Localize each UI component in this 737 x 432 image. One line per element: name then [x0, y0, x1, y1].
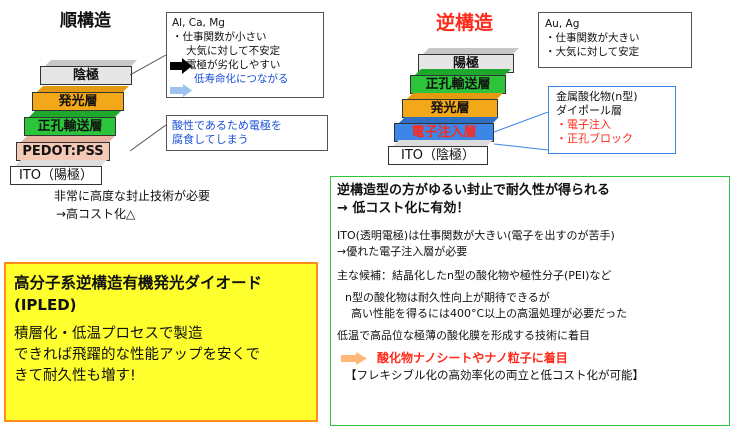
- normal-connector-lines: [130, 55, 167, 152]
- inverted-title: 逆構造: [436, 12, 494, 34]
- normal-cathode-line-2: ・仕事関数が小さい: [172, 31, 267, 43]
- summary-highlight-row: 酸化物ナノシートやナノ粒子に着目: [337, 349, 723, 367]
- normal-pedot-line-1: 酸性であるため電極を: [172, 119, 282, 132]
- inverted-eil-line-1: 金属酸化物(n型): [556, 90, 638, 103]
- normal-layer-cathode: 陰極: [40, 60, 137, 85]
- summary-highlight: 酸化物ナノシートやナノ粒子に着目: [377, 351, 568, 365]
- ipled-body-1: 積層化・低温プロセスで製造: [14, 326, 203, 342]
- summary-p2: 主な候補：結晶化したn型の酸化物や極性分子(PEI)など: [337, 269, 612, 282]
- normal-note-1: 非常に高度な封止技術が必要: [54, 189, 211, 203]
- summary-p3-1: n型の酸化物は耐久性向上が期待できるが: [345, 291, 550, 304]
- summary-box: 逆構造型の方がゆるい封止で耐久性が得られる → 低コスト化に有効！ ITO(透明…: [330, 176, 730, 426]
- summary-p3-2: 高い性能を得るには400°C以上の高温処理が必要だった: [351, 307, 628, 320]
- inverted-layer-ito: ITO（陰極）: [388, 140, 493, 165]
- summary-p4: 低温で高品位な極薄の酸化膜を形成する技術に着目: [337, 329, 590, 342]
- summary-p1-2: →優れた電子注入層が必要: [337, 245, 468, 258]
- summary-headline-1: 逆構造型の方がゆるい封止で耐久性が得られる: [337, 183, 611, 198]
- inverted-layer-anode-label: 陽極: [452, 56, 479, 71]
- inverted-anode-box: Au, Ag ・仕事関数が大きい ・大気に対して安定: [538, 12, 692, 68]
- inverted-anode-line-3: ・大気に対して安定: [545, 46, 640, 58]
- ipled-body-3: きて耐久性も増す!: [14, 368, 136, 384]
- inverted-eil-line-3: ・電子注入: [556, 118, 611, 131]
- ipled-body-2: できれば飛躍的な性能アップを安くで: [14, 347, 261, 363]
- normal-pedot-line-2: 腐食してしまう: [172, 133, 249, 146]
- ipled-title-2: (IPLED): [14, 296, 77, 314]
- normal-layer-hole: 正孔輸送層: [24, 111, 121, 136]
- inverted-eil-box: 金属酸化物(n型) ダイポール層 ・電子注入 ・正孔ブロック: [548, 86, 676, 154]
- normal-layer-pedot: PEDOT:PSS: [16, 136, 115, 161]
- inverted-layer-hole-label: 正孔輸送層: [425, 77, 491, 92]
- normal-cathode-line-5: 低寿命化につながる: [194, 73, 289, 85]
- black-arrow-icon: [170, 58, 192, 74]
- normal-cathode-line-1: Al, Ca, Mg: [172, 17, 225, 29]
- inverted-anode-line-2: ・仕事関数が大きい: [545, 32, 640, 44]
- inverted-layer-emissive-label: 発光層: [430, 101, 470, 116]
- normal-layer-hole-label: 正孔輸送層: [37, 119, 103, 134]
- ipled-title-1: 高分子系逆構造有機発光ダイオード: [14, 274, 263, 292]
- normal-pedot-box: 酸性であるため電極を 腐食してしまう: [166, 115, 328, 151]
- inverted-layer-emissive: 発光層: [402, 93, 503, 118]
- inverted-eil-line-2: ダイポール層: [556, 104, 622, 117]
- inverted-layer-ito-label: ITO（陰極）: [400, 148, 475, 163]
- light-blue-arrow-icon: [170, 84, 192, 97]
- normal-cathode-line-3: 大気に対して不安定: [186, 45, 281, 57]
- inverted-eil-line-4: ・正孔ブロック: [556, 132, 633, 145]
- normal-cathode-box: Al, Ca, Mg ・仕事関数が小さい 大気に対して不安定 電極が劣化しやすい…: [166, 12, 324, 98]
- normal-layer-ito: ITO（陽極）: [10, 160, 107, 185]
- orange-arrow-icon: [341, 352, 367, 365]
- inverted-layer-eil-label: 電子注入層: [411, 125, 477, 140]
- summary-footer: 【フレキシブル化の高効率化の両立と低コスト化が可能】: [345, 368, 644, 382]
- normal-layer-emissive-label: 発光層: [58, 94, 98, 109]
- normal-note-2: →高コスト化△: [56, 207, 136, 221]
- normal-layer-emissive: 発光層: [32, 86, 129, 111]
- normal-cathode-line-4: 電極が劣化しやすい: [186, 59, 281, 71]
- inverted-layer-anode: 陽極: [418, 48, 519, 73]
- normal-layer-pedot-label: PEDOT:PSS: [22, 144, 104, 159]
- normal-title: 順構造: [60, 11, 111, 31]
- inverted-connector-lines: [494, 112, 549, 151]
- summary-headline-2: → 低コスト化に有効！: [337, 201, 470, 216]
- normal-layer-cathode-label: 陰極: [72, 68, 99, 83]
- ipled-box: 高分子系逆構造有機発光ダイオード (IPLED) 積層化・低温プロセスで製造 で…: [4, 262, 318, 422]
- inverted-anode-line-1: Au, Ag: [545, 18, 580, 30]
- inverted-layer-hole: 正孔輸送層: [410, 69, 511, 94]
- normal-layer-ito-label: ITO（陽極）: [18, 168, 93, 183]
- summary-p1-1: ITO(透明電極)は仕事関数が大きい(電子を出すのが苦手): [337, 229, 615, 242]
- inverted-layer-eil: 電子注入層: [394, 117, 499, 142]
